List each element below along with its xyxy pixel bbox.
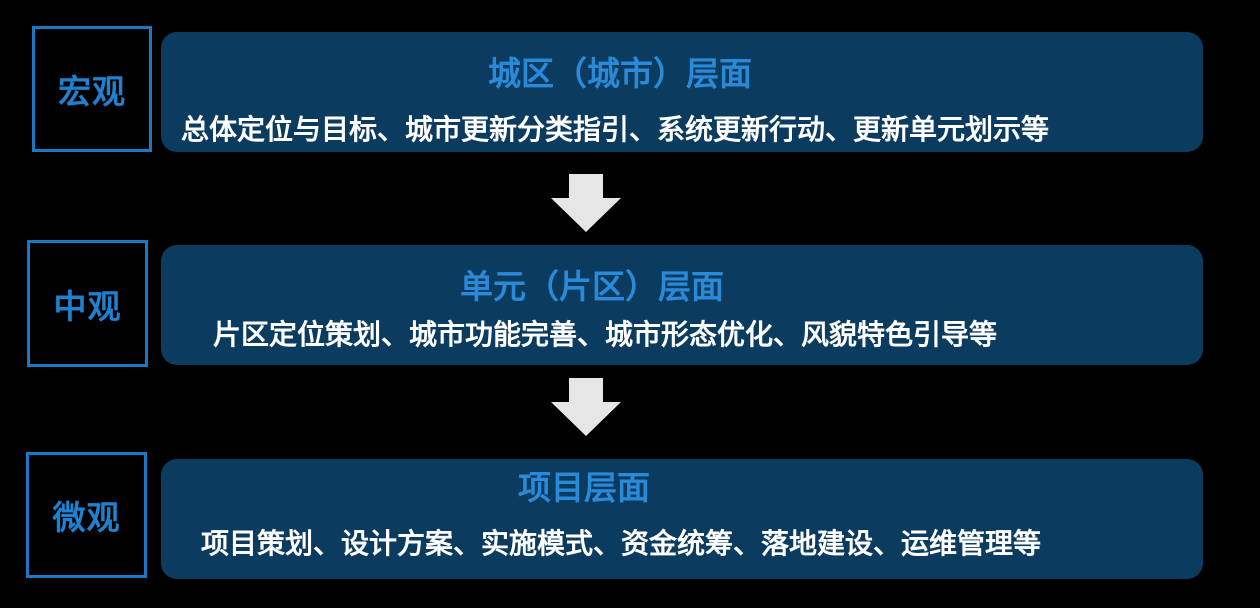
level-title-meso: 单元（片区）层面 [460,267,724,306]
down-arrow-icon [551,378,621,436]
down-arrow-icon [551,174,621,232]
level-box-meso [161,245,1203,365]
level-label-macro: 宏观 [32,26,152,152]
level-desc-meso: 片区定位策划、城市功能完善、城市形态优化、风貌特色引导等 [213,318,998,351]
level-title-macro: 城区（城市）层面 [488,54,752,93]
level-box-micro [161,459,1203,579]
level-desc-macro: 总体定位与目标、城市更新分类指引、系统更新行动、更新单元划示等 [181,113,1050,146]
level-desc-micro: 项目策划、设计方案、实施模式、资金统筹、落地建设、运维管理等 [201,527,1042,560]
level-label-meso: 中观 [27,240,148,367]
level-title-micro: 项目层面 [518,468,650,507]
level-label-micro: 微观 [26,452,147,578]
level-box-macro [161,32,1203,152]
